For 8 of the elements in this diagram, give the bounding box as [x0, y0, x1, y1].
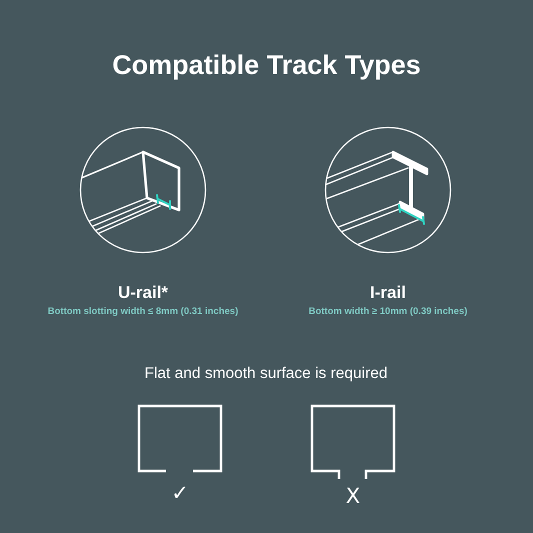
- requirement-note: Flat and smooth surface is required: [144, 365, 388, 383]
- cross-mark: X: [346, 484, 360, 508]
- rail-spec: Bottom slotting width ≤ 8mm (0.31 inches): [48, 307, 238, 318]
- rail-name: I-rail: [370, 283, 406, 303]
- check-mark: ✓: [171, 481, 189, 506]
- heading: Compatible Track Types: [111, 50, 422, 81]
- rail-name: U-rail*: [118, 283, 168, 303]
- rail-spec: Bottom width ≥ 10mm (0.39 inches): [308, 307, 468, 318]
